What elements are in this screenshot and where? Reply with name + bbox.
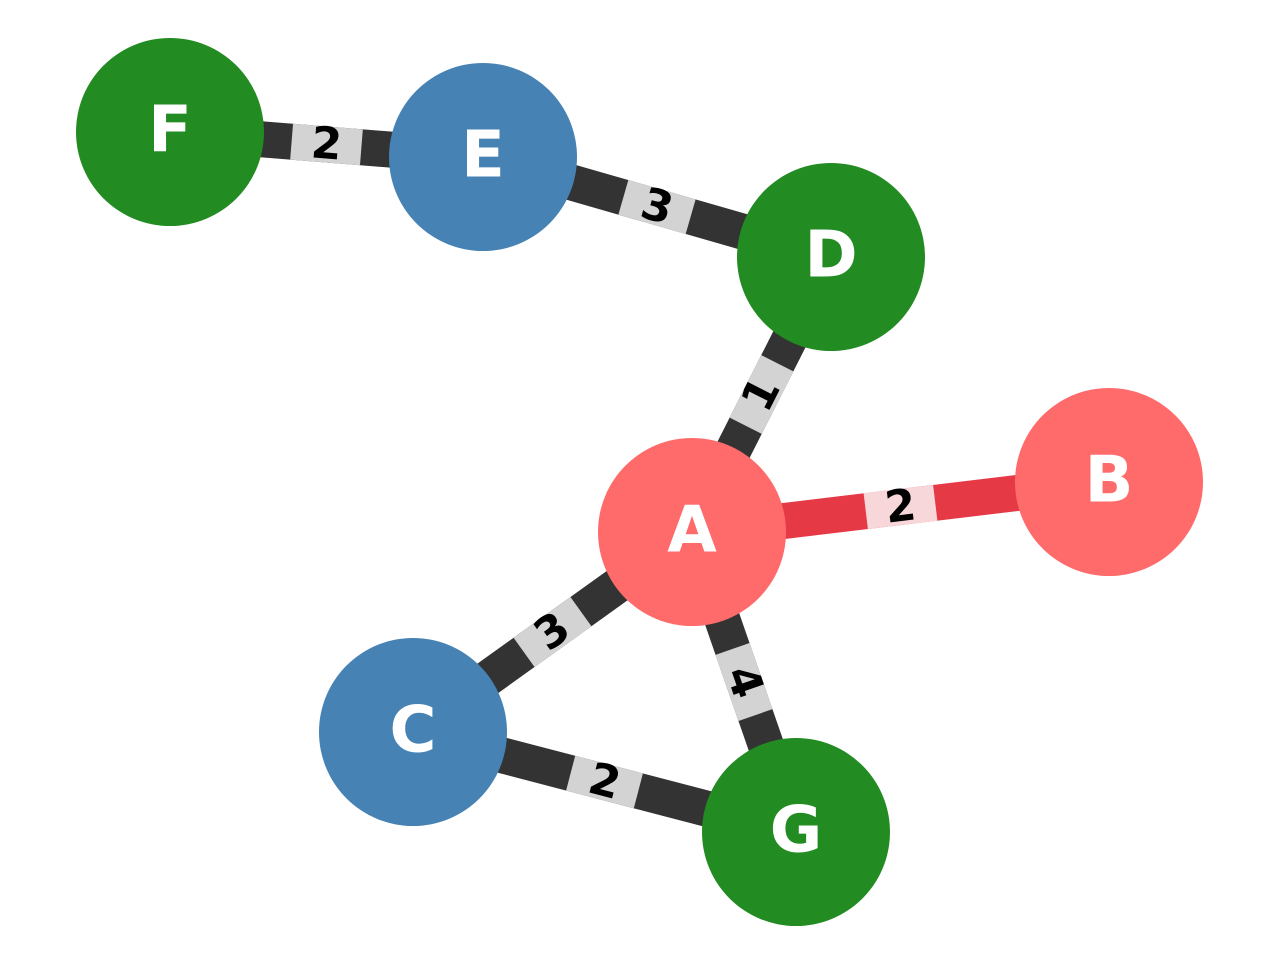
node-E: E bbox=[389, 63, 577, 251]
edge-weight-label: 1 bbox=[729, 355, 794, 434]
edge-weight-label: 2 bbox=[863, 479, 938, 534]
node-B: B bbox=[1015, 388, 1203, 576]
edge-label-box bbox=[863, 484, 938, 530]
node-F: F bbox=[76, 38, 264, 226]
node-label: E bbox=[461, 119, 505, 193]
node-label: G bbox=[770, 794, 823, 868]
node-label: D bbox=[804, 219, 857, 293]
node-label: C bbox=[390, 694, 437, 768]
edge-weight-text: 2 bbox=[309, 117, 344, 170]
node-label: F bbox=[148, 94, 192, 168]
node-circle bbox=[389, 63, 577, 251]
edge-label-box bbox=[729, 355, 794, 434]
nodes-layer: A B C D E F G bbox=[76, 38, 1203, 926]
edge-label-box bbox=[566, 755, 643, 809]
edge-label-box bbox=[290, 123, 363, 166]
node-circle bbox=[702, 738, 890, 926]
node-label: A bbox=[667, 494, 717, 568]
edge-weight-label: 2 bbox=[566, 753, 643, 810]
node-circle bbox=[319, 638, 507, 826]
edge-weight-text: 2 bbox=[882, 479, 918, 533]
edge-label-box bbox=[715, 643, 773, 721]
edge-weight-label: 4 bbox=[715, 643, 774, 721]
node-C: C bbox=[319, 638, 507, 826]
node-label: B bbox=[1085, 444, 1134, 518]
edge-weight-label: 2 bbox=[290, 117, 363, 171]
node-G: G bbox=[702, 738, 890, 926]
node-D: D bbox=[737, 163, 925, 351]
node-circle bbox=[1015, 388, 1203, 576]
edge-label-box bbox=[618, 180, 696, 234]
node-circle bbox=[76, 38, 264, 226]
node-circle bbox=[598, 438, 786, 626]
node-A: A bbox=[598, 438, 786, 626]
node-circle bbox=[737, 163, 925, 351]
edge-label-box bbox=[513, 596, 592, 668]
edge-weight-label: 3 bbox=[618, 178, 696, 235]
